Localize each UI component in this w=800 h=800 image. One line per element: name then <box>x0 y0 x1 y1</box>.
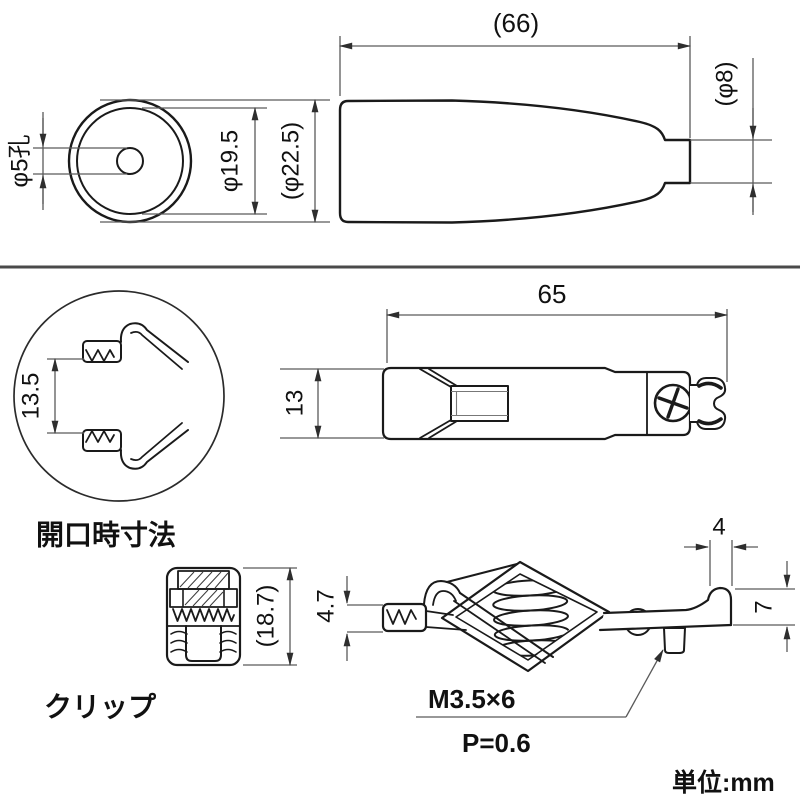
hatch-line <box>209 591 224 607</box>
upper-lever-hump <box>423 580 461 605</box>
knob-shade <box>697 417 723 426</box>
clip-top-view: 65 13 <box>280 279 728 441</box>
funnel-line <box>419 419 452 439</box>
lower-jaw-arm <box>119 429 189 470</box>
clip-lever-body-inner <box>455 573 598 661</box>
label-clip-length: 65 <box>538 279 567 309</box>
label-clip-height: (18.7) <box>253 585 280 648</box>
handle-fill <box>600 588 731 630</box>
dim-inner-dia: φ19.5 <box>142 107 267 215</box>
dim-tip-dia: (φ8) <box>690 58 772 215</box>
label-thread-pitch: P=0.6 <box>462 728 531 758</box>
label-jaw-gap: 13.5 <box>18 373 45 420</box>
handle-bottom-edge <box>598 623 733 632</box>
hatch-line <box>184 589 200 606</box>
lower-jaw-tip <box>82 429 122 452</box>
detail-circle <box>13 290 225 502</box>
caption-open-state: 開口時寸法 <box>36 520 176 551</box>
unit-note: 単位:mm <box>672 768 775 797</box>
lower-jaw-arm-inner <box>130 422 183 462</box>
side-jaw-teeth <box>386 609 417 625</box>
spring-coil-left <box>170 630 188 653</box>
upper-lever-hump-inner <box>432 590 457 606</box>
label-outer-dia: (φ22.5) <box>278 122 305 200</box>
clip-front-view: (18.7) クリップ <box>44 566 297 723</box>
lower-channel <box>185 625 222 662</box>
hatch-line <box>179 571 195 588</box>
terminal-screw <box>663 627 686 654</box>
lever-cross-line <box>459 592 554 658</box>
boot-hole-circle <box>116 147 144 175</box>
knob-shade <box>697 381 723 390</box>
crimp-window <box>450 385 509 422</box>
label-tab-height: 7 <box>751 600 778 613</box>
clip-front-outline <box>165 566 242 667</box>
dim-tab-width: 4 <box>684 514 758 586</box>
hatch-line <box>201 589 218 607</box>
boot-side-view: (66) (φ8) <box>338 8 772 224</box>
boot-inner-circle <box>76 107 184 215</box>
spring-coil-right <box>219 630 237 653</box>
label-hole-dia: φ5孔 <box>7 135 34 188</box>
label-jaw-opening: 4.7 <box>313 589 340 622</box>
funnel-line <box>428 420 458 439</box>
jaw-connector-line <box>425 626 467 631</box>
label-inner-dia: φ19.5 <box>217 130 244 192</box>
jaw-connector-line <box>425 610 454 616</box>
clip-side-view: 4.7 4 7 <box>313 514 795 758</box>
dim-hole-dia: φ5孔 <box>7 112 127 210</box>
boot-front-view: φ5孔 φ19.5 (φ22.5) <box>7 98 330 224</box>
open-jaw-detail-view: 13.5 開口時寸法 <box>13 290 225 551</box>
upper-jaw-arm-inner <box>130 330 183 370</box>
funnel-line <box>419 368 452 388</box>
upper-jaw-teeth <box>85 349 115 362</box>
teeth-zigzag <box>172 608 235 622</box>
dim-boot-length: (66) <box>339 8 691 138</box>
mid-band <box>169 588 238 608</box>
upper-jaw-arm <box>119 322 189 363</box>
hatch-line <box>205 571 222 589</box>
upper-jaw-tip <box>82 340 122 363</box>
lever-edge-line <box>446 563 518 583</box>
handle-top-edge <box>602 586 733 627</box>
clip-body-outline <box>381 366 692 441</box>
dim-outer-dia: (φ22.5) <box>100 99 330 223</box>
label-tip-dia: (φ8) <box>712 62 739 107</box>
dim-clip-height: (18.7) <box>243 567 297 666</box>
label-screw-spec: M3.5×6 <box>428 684 515 714</box>
label-clip-width: 13 <box>282 390 309 417</box>
hatch-line <box>214 572 229 589</box>
dim-tab-height: 7 <box>733 561 795 652</box>
hatch-line <box>196 571 213 589</box>
label-boot-length: (66) <box>493 8 539 38</box>
hatch-line <box>192 589 209 607</box>
lever-cross-line <box>453 600 546 664</box>
screw-spec-callout: M3.5×6 P=0.6 <box>416 649 664 758</box>
phillips-cross-icon <box>666 387 680 419</box>
hatch-line <box>187 571 204 589</box>
lower-jaw-teeth <box>85 430 115 443</box>
dim-clip-length: 65 <box>386 279 728 382</box>
dim-jaw-opening: 4.7 <box>313 576 383 661</box>
terminal-knob <box>690 377 727 430</box>
caption-clip: クリップ <box>44 692 157 723</box>
funnel-line <box>428 368 458 387</box>
dim-clip-width: 13 <box>280 368 384 439</box>
dim-jaw-gap: 13.5 <box>18 358 84 434</box>
label-tab-width: 4 <box>712 514 725 541</box>
